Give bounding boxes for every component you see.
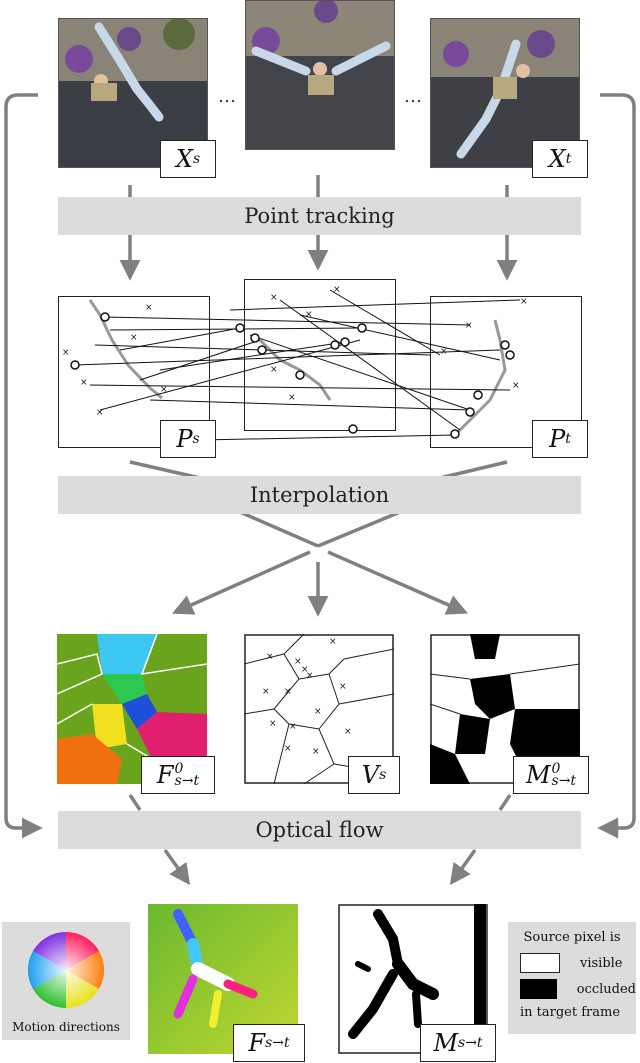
arrow-to-m [449, 848, 477, 886]
svg-text:×: × [96, 408, 104, 418]
line-f0-flow [128, 794, 142, 811]
svg-text:×: × [288, 393, 296, 403]
silhouette-target [453, 319, 507, 437]
svg-text:×: × [306, 671, 314, 681]
line-ps-interp [129, 460, 201, 480]
step-optical-flow: Optical flow [58, 811, 581, 849]
svg-text:×: × [339, 682, 347, 692]
svg-text:×: × [262, 687, 270, 697]
svg-text:×: × [269, 719, 277, 729]
svg-text:×: × [314, 707, 322, 717]
svg-text:×: × [301, 665, 309, 675]
legend-visible-row: visible [520, 953, 636, 973]
svg-text:×: × [440, 347, 448, 357]
legend-visible-swatch [520, 953, 560, 973]
svg-text:×: × [465, 321, 473, 331]
arrow-right-loop [597, 93, 636, 839]
svg-text:×: × [284, 687, 292, 697]
svg-text:×: × [145, 303, 153, 313]
legend-title: Source pixel is [523, 930, 621, 945]
legend-footer: in target frame [520, 1005, 621, 1020]
svg-text:×: × [130, 333, 138, 343]
svg-text:×: × [329, 637, 337, 647]
legend-occluded-row: occluded [520, 979, 636, 999]
svg-text:×: × [289, 722, 297, 732]
svg-text:×: × [160, 385, 168, 395]
motion-wheel-caption: Motion directions [12, 1020, 120, 1034]
svg-text:×: × [305, 310, 313, 320]
svg-text:×: × [294, 657, 302, 667]
final-occlusion-map [338, 904, 488, 1054]
line-m0-flow [498, 794, 512, 811]
ellipsis-right: … [404, 86, 422, 107]
step-interpolation: Interpolation [58, 476, 581, 514]
line-interp-center-l [239, 510, 319, 548]
svg-text:×: × [266, 652, 274, 662]
motion-wheel-icon [27, 931, 105, 1009]
svg-text:×: × [270, 365, 278, 375]
svg-text:×: × [80, 378, 88, 388]
svg-text:×: × [270, 293, 278, 303]
svg-text:×: × [512, 381, 520, 391]
svg-text:×: × [520, 297, 528, 307]
frame-middle-photo [245, 0, 395, 150]
motion-wheel-box: Motion directions [2, 922, 130, 1040]
occlusion-legend: Source pixel is visible occluded in targ… [508, 922, 636, 1034]
svg-text:×: × [312, 747, 320, 757]
tracks-layer: × × × × × × × × × × × × × × × [62, 285, 528, 441]
legend-visible-label: visible [580, 955, 623, 971]
line-interp-center-r [317, 510, 401, 548]
ellipsis-left: … [218, 86, 236, 107]
frame-target-photo [430, 18, 580, 168]
svg-text:×: × [62, 348, 70, 358]
legend-occluded-swatch [520, 979, 557, 999]
arrow-to-m0 [327, 550, 469, 615]
line-pt-interp [439, 460, 508, 480]
legend-occluded-label: occluded [576, 981, 636, 997]
silhouette-source [88, 299, 163, 400]
svg-text:×: × [284, 744, 292, 754]
step-point-tracking: Point tracking [58, 197, 581, 235]
arrow-to-f [163, 848, 191, 886]
svg-text:×: × [333, 285, 341, 295]
svg-text:×: × [344, 727, 352, 737]
arrow-to-f0 [172, 550, 311, 615]
arrow-left-loop [4, 93, 43, 839]
